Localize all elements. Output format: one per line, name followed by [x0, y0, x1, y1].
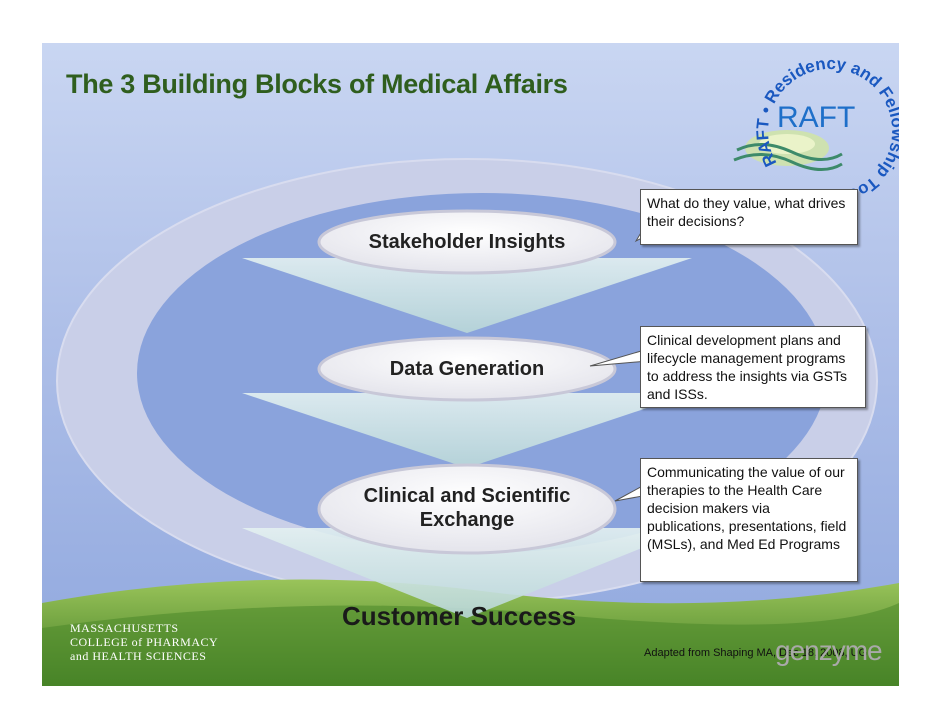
raft-logo-text: RAFT [777, 101, 856, 134]
customer-success-label: Customer Success [342, 601, 577, 631]
pill-data-generation [317, 336, 617, 402]
clinical-exchange-label-line1: Clinical and Scientific [363, 485, 571, 507]
callout-data-generation: Clinical development plans and lifecycle… [640, 326, 866, 408]
chevron-1 [242, 258, 692, 333]
college-logo: MASSACHUSETTS COLLEGE of PHARMACY and HE… [70, 621, 218, 663]
pill-stakeholder-insights [317, 209, 617, 275]
data-generation-label: Data Generation [389, 358, 545, 380]
clinical-exchange-label: Clinical and Scientific Exchange [332, 484, 602, 532]
raft-logo [733, 130, 843, 171]
grass-highlight [42, 603, 899, 686]
chevron-2 [242, 393, 692, 468]
callout-stakeholder-insights: What do they value, what drives their de… [640, 189, 858, 245]
college-logo-line3: and HEALTH SCIENCES [70, 649, 207, 663]
source-credit: Adapted from Shaping MA, Dec 18, 2008, U… [644, 647, 868, 659]
stakeholder-insights-label: Stakeholder Insights [368, 231, 566, 253]
slide: RAFT • Residency and Fellowship Toolkit … [42, 43, 899, 686]
company-logo: genzyme [775, 635, 883, 666]
callout-clinical-exchange: Communicating the value of our therapies… [640, 458, 858, 582]
chevron-3 [242, 528, 692, 618]
clinical-exchange-label-line2: Exchange [419, 509, 515, 531]
college-logo-line2: COLLEGE of PHARMACY [70, 635, 219, 649]
slide-title: The 3 Building Blocks of Medical Affairs [66, 69, 568, 99]
pill-clinical-exchange [317, 463, 617, 555]
college-logo-line1: MASSACHUSETTS [70, 621, 179, 635]
